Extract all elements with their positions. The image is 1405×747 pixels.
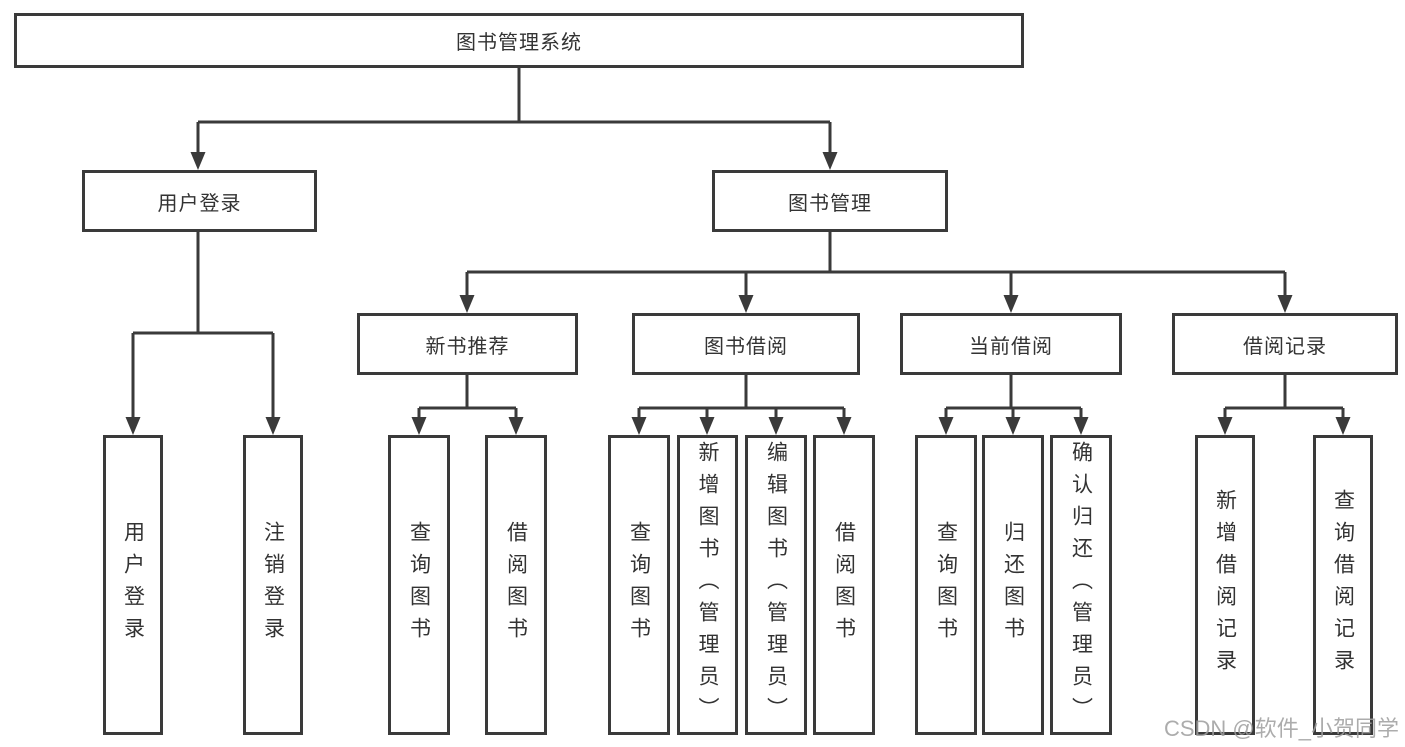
leaf-bb-query-books: 查询图书 [608,435,670,735]
node-book-management: 图书管理 [712,170,948,232]
node-label: 当前借阅 [969,335,1053,358]
leaf-br-query-record: 查询借阅记录 [1313,435,1373,735]
leaf-logout: 注销登录 [243,435,303,735]
node-label: 新增借阅记录 [1213,489,1237,681]
node-label: 确认归还（管理员） [1069,441,1093,729]
node-label: 用户登录 [157,192,242,215]
leaf-cb-query-books: 查询图书 [915,435,977,735]
leaf-bb-edit-books-admin: 编辑图书（管理员） [745,435,807,735]
leaf-user-login: 用户登录 [103,435,163,735]
node-label: 新增图书（管理员） [696,441,719,729]
leaf-cb-return-books: 归还图书 [982,435,1044,735]
leaf-br-add-record: 新增借阅记录 [1195,435,1255,735]
node-current-borrowing: 当前借阅 [900,313,1122,375]
watermark: CSDN @软件_小贺同学 [1163,716,1399,741]
node-label: 图书管理 [788,192,872,215]
node-label: 查询借阅记录 [1331,489,1355,681]
node-label: 用户登录 [121,521,145,649]
node-new-book-recommend: 新书推荐 [357,313,578,375]
node-library-system: 图书管理系统 [14,13,1024,68]
node-label: 图书借阅 [704,335,788,358]
leaf-bb-add-books-admin: 新增图书（管理员） [677,435,738,735]
node-label: 借阅记录 [1243,335,1327,358]
leaf-nbr-query-books: 查询图书 [388,435,450,735]
node-label: 查询图书 [934,521,958,649]
node-label: 查询图书 [407,521,431,649]
node-borrowing-records: 借阅记录 [1172,313,1398,375]
node-label: 编辑图书（管理员） [764,441,788,729]
node-label: 借阅图书 [504,521,528,649]
leaf-bb-borrow-books: 借阅图书 [813,435,875,735]
leaf-cb-confirm-return-admin: 确认归还（管理员） [1050,435,1112,735]
node-book-borrowing: 图书借阅 [632,313,860,375]
node-label: 归还图书 [1001,521,1025,649]
leaf-nbr-borrow-books: 借阅图书 [485,435,547,735]
node-label: 新书推荐 [425,335,510,358]
node-label: 图书管理系统 [456,32,582,54]
node-label: 借阅图书 [832,521,856,649]
node-label: 查询图书 [627,521,651,649]
node-user-login: 用户登录 [82,170,317,232]
node-label: 注销登录 [261,521,285,649]
